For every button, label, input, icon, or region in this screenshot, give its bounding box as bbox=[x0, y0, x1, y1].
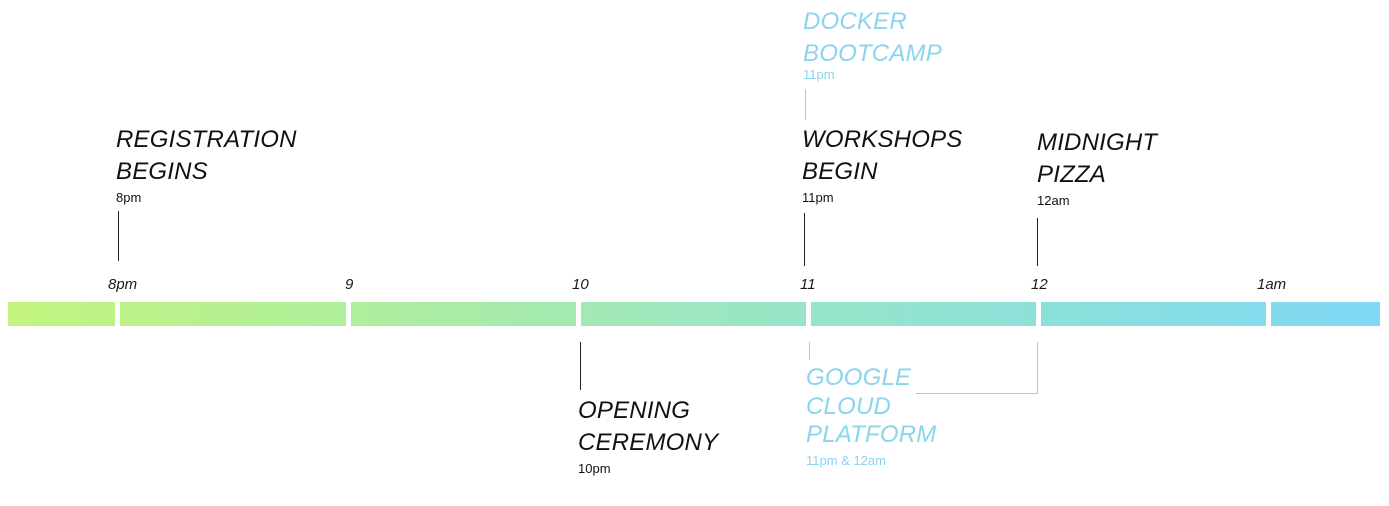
timeline-bar bbox=[8, 302, 1380, 326]
event-workshops-title: WORKSHOPS BEGIN bbox=[802, 126, 963, 185]
timeline-segment-gap bbox=[1266, 300, 1271, 328]
event-opening-connector bbox=[580, 342, 581, 390]
event-gcp-connector-12am bbox=[1037, 342, 1038, 394]
event-gcp-connector-horizontal bbox=[916, 393, 1038, 394]
timeline-segment-gap bbox=[115, 300, 120, 328]
event-docker-time: 11pm bbox=[803, 67, 835, 82]
tick-label-9: 9 bbox=[345, 276, 354, 293]
event-gcp-title: GOOGLE CLOUD PLATFORM bbox=[806, 364, 937, 448]
event-opening-title: OPENING CEREMONY bbox=[578, 397, 719, 456]
timeline-segment-gap bbox=[346, 300, 351, 328]
event-workshops-connector bbox=[804, 213, 805, 266]
event-registration-time: 8pm bbox=[116, 190, 142, 205]
event-gcp-connector-11pm bbox=[809, 342, 810, 360]
tick-label-10: 10 bbox=[572, 276, 589, 293]
event-pizza-connector bbox=[1037, 218, 1038, 266]
event-registration-connector bbox=[118, 211, 119, 261]
event-registration-title: REGISTRATION BEGINS bbox=[116, 126, 297, 185]
event-docker-title: DOCKER BOOTCAMP bbox=[803, 8, 942, 67]
event-pizza-time: 12am bbox=[1037, 193, 1070, 208]
tick-label-12: 12 bbox=[1031, 276, 1048, 293]
event-gcp-time: 11pm & 12am bbox=[806, 453, 886, 468]
tick-label-8pm: 8pm bbox=[108, 276, 138, 293]
tick-label-1am: 1am bbox=[1257, 276, 1287, 293]
timeline-segment-gap bbox=[806, 300, 811, 328]
event-workshops-time: 11pm bbox=[802, 190, 834, 205]
timeline-segment-gap bbox=[1036, 300, 1041, 328]
event-opening-time: 10pm bbox=[578, 461, 611, 476]
tick-label-11: 11 bbox=[800, 276, 816, 293]
timeline-segment-gap bbox=[576, 300, 581, 328]
event-pizza-title: MIDNIGHT PIZZA bbox=[1037, 129, 1158, 188]
event-docker-connector bbox=[805, 89, 806, 120]
